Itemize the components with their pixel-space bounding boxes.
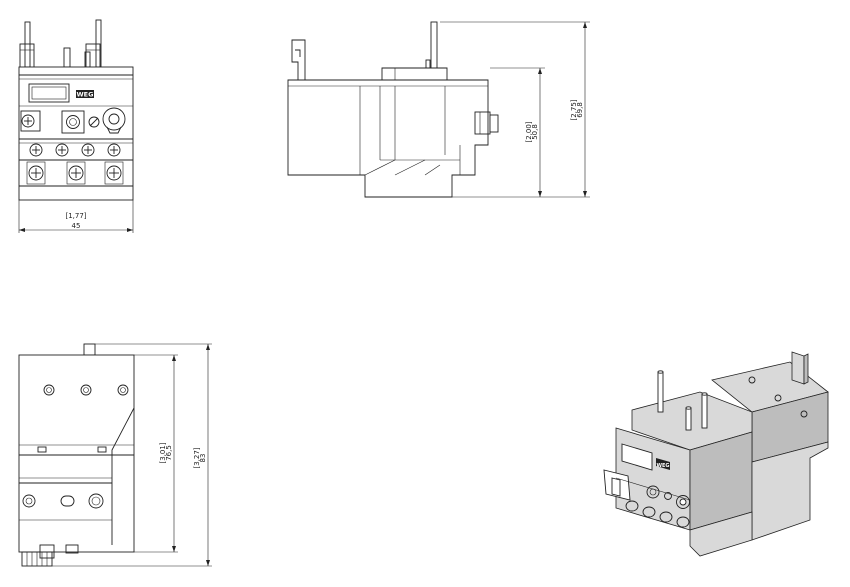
front-view: WEG <box>18 19 134 233</box>
lower-terminal-row <box>26 161 124 185</box>
front-width-mm-label: 45 <box>72 222 81 230</box>
top-total-depth-mm-label: 83 <box>199 454 207 463</box>
brand-badge <box>76 90 94 98</box>
iso-brand-mark: WEG <box>656 463 669 469</box>
top-total-depth-inch-label: [3,27] <box>193 447 201 468</box>
iso-brand-badge <box>656 458 670 470</box>
side-total-height-inch-label: [2,75] <box>570 99 578 120</box>
side-total-height-mm-label: 69,8 <box>576 102 584 118</box>
front-width-inch-label: [1,77] <box>65 212 86 220</box>
side-view: [2,00] 50,8 [2,75] 69,8 <box>287 21 590 198</box>
top-view: [3,01] 76,5 [3,27] 83 <box>18 343 212 567</box>
isometric-view: WEG <box>603 351 829 557</box>
front-brand-mark: WEG <box>77 91 94 99</box>
upper-terminal-row <box>29 143 121 157</box>
side-height-mm-label: 50,8 <box>531 124 539 140</box>
side-height-inch-label: [2,00] <box>525 121 533 142</box>
top-depth-inch-label: [3,01] <box>159 442 167 463</box>
top-depth-mm-label: 76,5 <box>165 445 173 461</box>
